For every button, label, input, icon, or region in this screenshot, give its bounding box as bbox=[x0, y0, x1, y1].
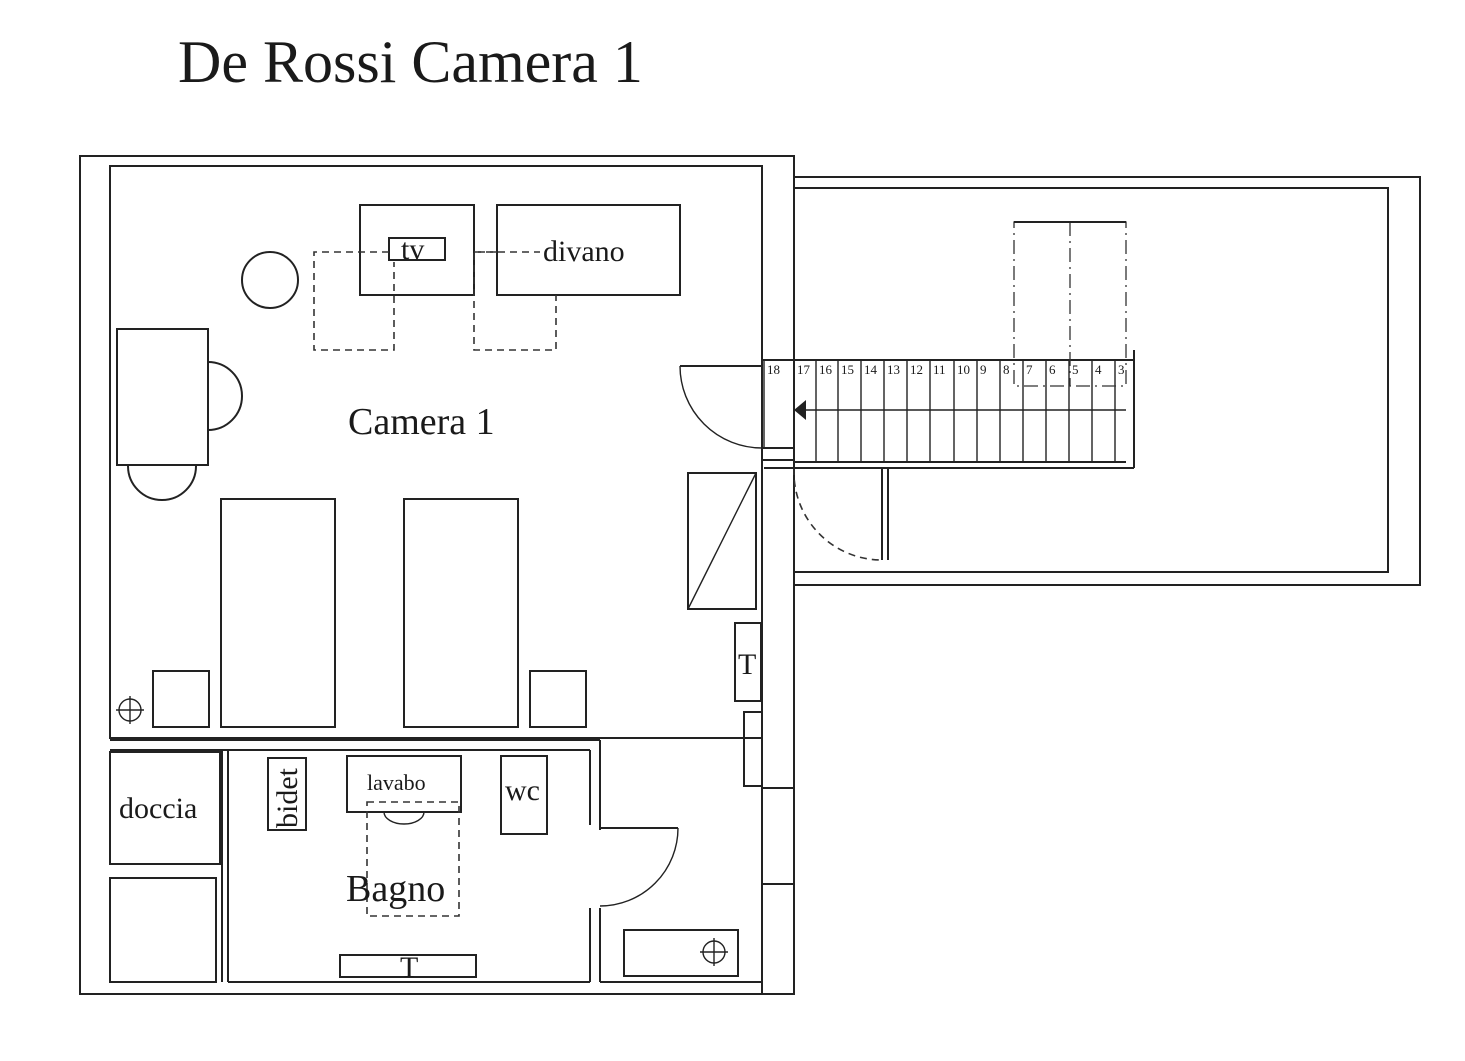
stair-step-number: 3 bbox=[1118, 362, 1125, 377]
stair-step-number: 7 bbox=[1026, 362, 1033, 377]
divano-label: divano bbox=[543, 235, 625, 268]
radiator-bagno-label: T bbox=[400, 951, 418, 984]
staircase: 18 17 16 15 14 13 12 11 10 9 8 7 6 5 4 3 bbox=[763, 350, 1135, 469]
stair-step-number: 5 bbox=[1072, 362, 1079, 377]
stair-step-number: 4 bbox=[1095, 362, 1102, 377]
stair-step-number: 15 bbox=[841, 362, 854, 377]
crosshair-icon bbox=[116, 696, 144, 724]
camera-furniture bbox=[116, 204, 762, 728]
room-label-camera: Camera 1 bbox=[348, 401, 495, 443]
bidet bbox=[267, 757, 307, 831]
lavabo-label: lavabo bbox=[367, 770, 426, 795]
stair-arrow-icon bbox=[794, 400, 806, 420]
bed-left bbox=[220, 498, 336, 728]
round-table bbox=[241, 251, 299, 309]
crosshair-icon bbox=[700, 938, 728, 966]
room-label-bagno: Bagno bbox=[346, 868, 445, 910]
bathtub-tap bbox=[623, 929, 739, 977]
wc bbox=[500, 755, 548, 835]
bed-right bbox=[403, 498, 519, 728]
wc-label: wc bbox=[505, 774, 540, 807]
tv-cabinet bbox=[359, 204, 475, 296]
stair-step-number: 13 bbox=[887, 362, 900, 377]
stair-step-number: 12 bbox=[910, 362, 923, 377]
plan-title: De Rossi Camera 1 bbox=[178, 29, 643, 95]
outer-walls bbox=[79, 155, 1421, 995]
skylight bbox=[1013, 221, 1127, 387]
bidet-label: bidet bbox=[271, 767, 304, 828]
radiator-camera-label: T bbox=[738, 648, 756, 681]
tv-label: tv bbox=[401, 233, 424, 266]
stair-step-number: 10 bbox=[957, 362, 970, 377]
stair-step-number: 9 bbox=[980, 362, 987, 377]
tv bbox=[388, 237, 446, 261]
divano bbox=[496, 204, 681, 296]
lavabo bbox=[346, 755, 462, 813]
desk bbox=[116, 328, 209, 466]
doccia-label: doccia bbox=[119, 792, 197, 825]
stair-step-number: 14 bbox=[864, 362, 878, 377]
stair-step-number: 16 bbox=[819, 362, 833, 377]
desk-chair bbox=[207, 361, 243, 431]
stair-step-number: 6 bbox=[1049, 362, 1056, 377]
wardrobe bbox=[687, 472, 757, 610]
interior-walls bbox=[109, 359, 794, 994]
radiator-bagno bbox=[339, 954, 477, 978]
stair-step-number: 18 bbox=[767, 362, 780, 377]
doors bbox=[599, 365, 889, 907]
desk-chair-2 bbox=[127, 465, 197, 501]
stair-step-number: 8 bbox=[1003, 362, 1010, 377]
stair-step-number: 17 bbox=[797, 362, 811, 377]
radiator-camera bbox=[734, 622, 762, 702]
stair-step-number: 11 bbox=[933, 362, 946, 377]
nightstand-left bbox=[152, 670, 210, 728]
bagno-fixtures bbox=[267, 755, 739, 978]
nightstand-right bbox=[529, 670, 587, 728]
